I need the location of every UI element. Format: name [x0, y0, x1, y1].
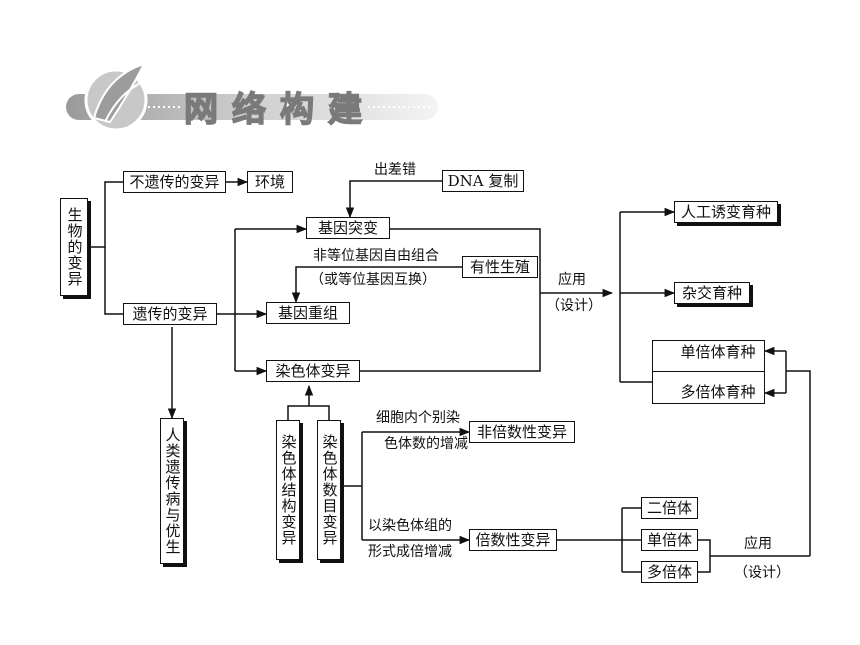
polyploid-box: 多倍体 — [641, 561, 698, 583]
individual-change-label-2: 色体数的增减 — [384, 436, 468, 452]
application-bottom-label-2: （设计） — [734, 565, 790, 581]
structure-variation-label: 染色体结构变异 — [279, 434, 298, 546]
euploid-box: 倍数性变异 — [469, 529, 557, 551]
haploid-box: 单倍体 — [641, 529, 698, 551]
human-disease-label: 人类遗传病与优生 — [163, 427, 182, 555]
chromosome-variation-label: 染色体变异 — [275, 362, 351, 380]
replication-error-label: 出差错 — [374, 162, 416, 178]
haploid-breeding-box: 单倍体育种 — [674, 342, 762, 362]
free-combination-label-2: （或等位基因互换） — [310, 272, 436, 288]
polyploid-label: 多倍体 — [646, 563, 692, 581]
human-disease-box: 人类遗传病与优生 — [160, 418, 184, 564]
individual-change-label-1: 细胞内个别染 — [376, 410, 460, 426]
environment-label: 环境 — [254, 173, 285, 191]
non-heritable-label: 不遗传的变异 — [129, 173, 220, 191]
non-heritable-box: 不遗传的变异 — [123, 171, 226, 193]
heritable-label: 遗传的变异 — [132, 305, 208, 323]
banner-graphic — [66, 62, 438, 132]
euploid-label: 倍数性变异 — [475, 531, 551, 549]
set-change-label-2: 形式成倍增减 — [368, 544, 452, 560]
header-banner: 网络构建 — [66, 56, 446, 146]
set-change-label-1: 以染色体组的 — [368, 518, 452, 534]
aneuploid-box: 非倍数性变异 — [469, 421, 575, 443]
diploid-label: 二倍体 — [646, 499, 692, 517]
application-bottom-label-1: 应用 — [744, 536, 772, 552]
root-box: 生物的变异 — [60, 198, 88, 296]
induced-mutation-breeding-box: 人工诱变育种 — [674, 201, 778, 223]
gene-recombination-box: 基因重组 — [266, 302, 350, 324]
haploid-breeding-label: 单倍体育种 — [680, 343, 756, 361]
heritable-box: 遗传的变异 — [123, 303, 217, 325]
number-variation-label: 染色体数目变异 — [320, 434, 339, 546]
hybrid-breeding-label: 杂交育种 — [681, 284, 742, 302]
sexual-reproduction-box: 有性生殖 — [462, 256, 538, 278]
gene-mutation-label: 基因突变 — [317, 219, 378, 237]
dna-replication-label: DNA 复制 — [447, 172, 519, 190]
page-title: 网络构建 — [183, 89, 376, 131]
application-top-label-2: （设计） — [546, 298, 602, 314]
free-combination-label-1: 非等位基因自由组合 — [313, 248, 439, 264]
dna-replication-box: DNA 复制 — [442, 170, 524, 192]
environment-box: 环境 — [247, 171, 293, 193]
gene-recombination-label: 基因重组 — [277, 304, 338, 322]
ploidy-breeding-divider — [652, 371, 765, 372]
chromosome-variation-box: 染色体变异 — [266, 360, 360, 382]
hybrid-breeding-box: 杂交育种 — [674, 282, 750, 304]
aneuploid-label: 非倍数性变异 — [476, 423, 567, 441]
polyploid-breeding-box: 多倍体育种 — [674, 382, 762, 402]
polyploid-breeding-label: 多倍体育种 — [680, 383, 756, 401]
induced-mutation-breeding-label: 人工诱变育种 — [680, 203, 771, 221]
number-variation-box: 染色体数目变异 — [317, 420, 341, 560]
diploid-box: 二倍体 — [641, 497, 698, 519]
application-top-label-1: 应用 — [558, 272, 586, 288]
sexual-reproduction-label: 有性生殖 — [469, 258, 530, 276]
structure-variation-box: 染色体结构变异 — [276, 420, 300, 560]
haploid-label: 单倍体 — [646, 531, 692, 549]
gene-mutation-box: 基因突变 — [306, 217, 390, 239]
root-label: 生物的变异 — [65, 207, 84, 287]
